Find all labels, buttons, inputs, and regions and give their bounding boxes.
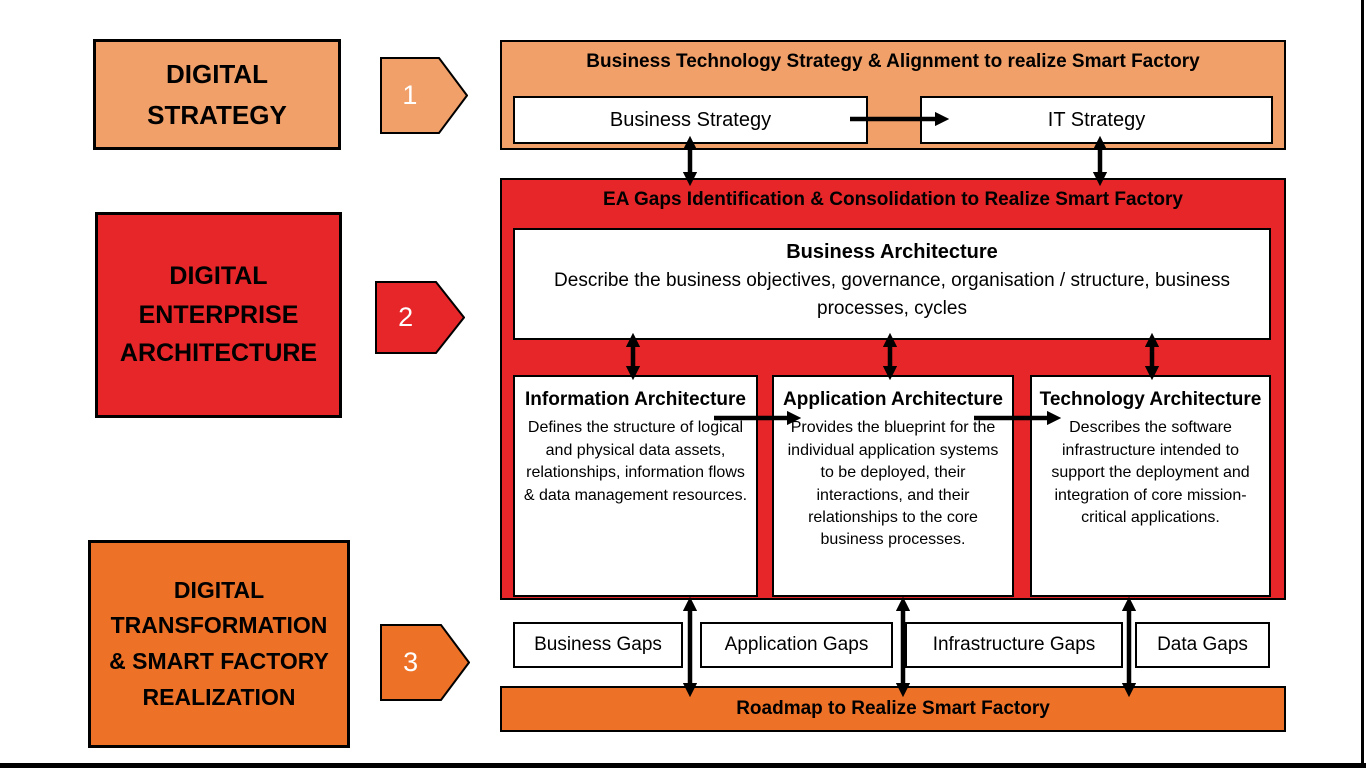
application-architecture-title: Application Architecture bbox=[783, 389, 1003, 410]
right-edge-line bbox=[1361, 0, 1364, 768]
digital-enterprise-architecture-label: DIGITAL ENTERPRISE ARCHITECTURE bbox=[119, 261, 318, 368]
digital-enterprise-architecture-box: DIGITAL ENTERPRISE ARCHITECTURE bbox=[95, 212, 342, 418]
strategy-band-title: Business Technology Strategy & Alignment… bbox=[586, 51, 1200, 72]
technology-architecture-title: Technology Architecture bbox=[1039, 389, 1262, 410]
digital-transformation-box: DIGITAL TRANSFORMATION & SMART FACTORY R… bbox=[88, 540, 350, 748]
step-arrow-3: 3 bbox=[380, 624, 470, 701]
it-strategy-box: IT Strategy bbox=[920, 96, 1273, 144]
application-gaps-label: Application Gaps bbox=[724, 634, 869, 655]
business-gaps-box: Business Gaps bbox=[513, 622, 683, 668]
data-gaps-label: Data Gaps bbox=[1157, 634, 1248, 655]
infrastructure-gaps-label: Infrastructure Gaps bbox=[932, 634, 1096, 655]
business-gaps-label: Business Gaps bbox=[534, 634, 662, 655]
pentagon-right-arrow-icon bbox=[380, 624, 470, 701]
bottom-edge-bar bbox=[0, 763, 1366, 768]
information-architecture-box: Information Architecture Defines the str… bbox=[513, 375, 758, 597]
business-strategy-label: Business Strategy bbox=[609, 108, 772, 131]
pentagon-right-arrow-icon bbox=[380, 57, 468, 134]
step-number: 1 bbox=[402, 80, 418, 110]
step-number: 2 bbox=[398, 302, 414, 332]
business-architecture-box: Business Architecture Describe the busin… bbox=[513, 228, 1271, 340]
application-gaps-box: Application Gaps bbox=[700, 622, 893, 668]
ea-band-title: EA Gaps Identification & Consolidation t… bbox=[603, 189, 1183, 210]
business-architecture-title: Business Architecture bbox=[786, 241, 998, 263]
information-architecture-title: Information Architecture bbox=[525, 389, 746, 410]
step-number: 3 bbox=[403, 647, 419, 677]
digital-strategy-label: DIGITAL STRATEGY bbox=[147, 59, 287, 130]
it-strategy-label: IT Strategy bbox=[1047, 108, 1146, 131]
application-architecture-description: Provides the blueprint for the individua… bbox=[787, 419, 999, 549]
roadmap-band: Roadmap to Realize Smart Factory bbox=[500, 686, 1286, 732]
step-arrow-2: 2 bbox=[375, 281, 465, 354]
business-strategy-box: Business Strategy bbox=[513, 96, 868, 144]
step-arrow-1: 1 bbox=[380, 57, 468, 134]
technology-architecture-box: Technology Architecture Describes the so… bbox=[1030, 375, 1271, 597]
roadmap-title: Roadmap to Realize Smart Factory bbox=[736, 698, 1050, 719]
data-gaps-box: Data Gaps bbox=[1135, 622, 1270, 668]
digital-strategy-box: DIGITAL STRATEGY bbox=[93, 39, 341, 150]
business-architecture-description: Describe the business objectives, govern… bbox=[554, 270, 1230, 319]
infrastructure-gaps-box: Infrastructure Gaps bbox=[905, 622, 1123, 668]
digital-transformation-label: DIGITAL TRANSFORMATION & SMART FACTORY R… bbox=[109, 576, 329, 710]
application-architecture-box: Application Architecture Provides the bl… bbox=[772, 375, 1014, 597]
technology-architecture-description: Describes the software infrastructure in… bbox=[1051, 419, 1250, 526]
pentagon-right-arrow-icon bbox=[375, 281, 465, 354]
information-architecture-description: Defines the structure of logical and phy… bbox=[523, 419, 748, 504]
